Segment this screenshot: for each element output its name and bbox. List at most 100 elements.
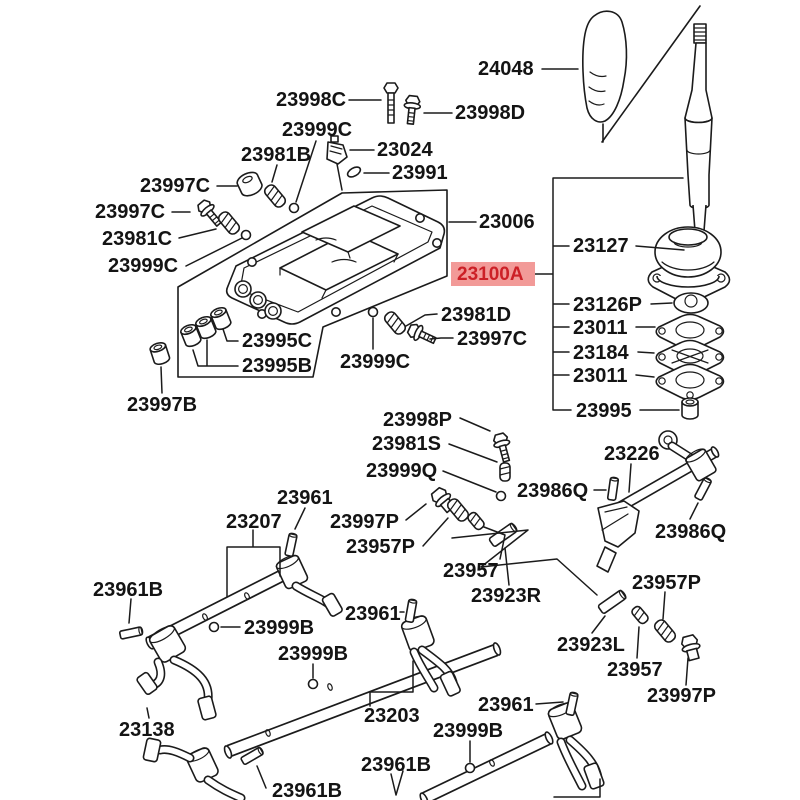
bolt-23998p	[490, 431, 515, 465]
cup-23126p-hole	[684, 294, 698, 308]
gasket-23011-2	[655, 363, 725, 401]
label-23006: 23006	[479, 211, 535, 233]
label-23961b-1: 23961B	[93, 579, 163, 601]
bolt-23997c-3	[405, 320, 439, 349]
callout-diagonal	[601, 5, 701, 143]
ball-23999q	[495, 490, 507, 502]
shift-knob-24048	[582, 10, 628, 123]
label-23203: 23203	[364, 705, 420, 727]
label-23999c-3: 23999C	[340, 351, 410, 373]
label-23961-3: 23961	[478, 694, 534, 716]
rail-bottom-right	[419, 731, 554, 800]
spring-23981b	[261, 182, 289, 210]
selector-shaft-23226	[596, 430, 720, 573]
label-23961b-2: 23961B	[361, 754, 431, 776]
fork-on-rail-23203	[400, 615, 461, 697]
label-23127: 23127	[573, 235, 629, 257]
fork-bracket-bottom-right	[553, 778, 601, 798]
label-23126p: 23126P	[573, 294, 642, 316]
pin-23923l	[596, 588, 628, 615]
label-23981b: 23981B	[241, 144, 311, 166]
switch-clip-23024	[326, 135, 348, 165]
label-23207: 23207	[226, 511, 282, 533]
ball-23999b-1	[208, 621, 220, 633]
label-23981s: 23981S	[372, 433, 441, 455]
label-23923l: 23923L	[557, 634, 625, 656]
label-23999q: 23999Q	[366, 460, 437, 482]
label-23011-1: 23011	[573, 317, 628, 339]
label-23998c: 23998C	[276, 89, 346, 111]
label-23957p-1: 23957P	[346, 536, 415, 558]
label-23961-1: 23961	[277, 487, 333, 509]
label-23100a: 23100A	[457, 264, 524, 285]
nut-23997c-1	[236, 171, 263, 197]
ball-23999c-2	[240, 229, 252, 241]
label-23997c-1: 23997C	[140, 175, 210, 197]
label-24048: 24048	[478, 58, 534, 80]
spring-23981d	[381, 309, 409, 337]
cup-23126p	[673, 292, 709, 314]
label-23957-1: 23957	[443, 560, 499, 582]
label-23011-2: 23011	[573, 365, 628, 387]
lever-bracket-right-dashes	[635, 245, 685, 411]
spring-23957-2	[629, 604, 651, 626]
label-23991: 23991	[392, 162, 448, 184]
spring-23957p-2	[651, 617, 679, 645]
spring-23981s	[499, 462, 511, 482]
zigzag-connector	[451, 529, 598, 596]
label-23995: 23995	[576, 400, 632, 422]
leader-lines	[128, 68, 699, 796]
fork-bottom-right	[547, 702, 605, 791]
fork-23138	[136, 624, 217, 721]
label-23997c-2: 23997C	[95, 201, 165, 223]
lever-bracket	[534, 177, 684, 411]
label-23957-2: 23957	[607, 659, 663, 681]
label-23999c-1: 23999C	[282, 119, 352, 141]
label-23999b-3: 23999B	[433, 720, 503, 742]
ball-23999c-3	[367, 306, 379, 318]
label-23995c: 23995C	[242, 330, 312, 352]
label-23999c-2: 23999C	[108, 255, 178, 277]
label-23997p-2: 23997P	[647, 685, 716, 707]
label-23981c: 23981C	[102, 228, 172, 250]
bushing-23995	[681, 397, 699, 420]
pin-23986q-1	[606, 475, 620, 502]
label-23998d: 23998D	[455, 102, 525, 124]
label-23024: 23024	[377, 139, 433, 161]
label-23997b: 23997B	[127, 394, 197, 416]
ball-23999c-1	[288, 202, 300, 214]
pin-23961b-1	[118, 625, 145, 640]
spring-23957-1	[465, 510, 487, 532]
gasket-23011-1	[655, 313, 725, 351]
part-labels: 23998C 23998D 23999C 23981B 23024 23991 …	[93, 58, 726, 800]
label-23957p-2: 23957P	[632, 572, 701, 594]
label-23986q-1: 23986Q	[517, 480, 588, 502]
label-23997c-3: 23997C	[457, 328, 527, 350]
shift-lever-shaft	[684, 23, 713, 236]
label-23986q-2: 23986Q	[655, 521, 726, 543]
label-23999b-2: 23999B	[278, 643, 348, 665]
bolt-23998d	[401, 94, 423, 126]
pin-23961-1	[284, 531, 299, 558]
housing-cover-art	[225, 195, 446, 325]
label-23961b-3: 23961B	[272, 780, 342, 800]
label-23961-2: 23961	[345, 603, 401, 625]
highlight-box	[451, 262, 535, 286]
ball-23999b-2	[307, 678, 319, 690]
label-23999b-1: 23999B	[244, 617, 314, 639]
ball-23999b-3	[464, 762, 476, 774]
label-23138: 23138	[119, 719, 175, 741]
rail-23203	[223, 642, 502, 759]
spring-23957p-1	[444, 496, 472, 524]
label-23995b: 23995B	[242, 355, 312, 377]
fork-bottom-left	[142, 737, 246, 800]
highlighted-label-23100a: 23100A	[451, 262, 535, 286]
plug-23997p-2	[678, 633, 704, 663]
housing-group-outline	[177, 189, 448, 378]
bolt-23998c	[383, 82, 399, 124]
fork-on-rail-23207	[275, 554, 343, 617]
pin-23961-3	[565, 690, 580, 717]
label-23981d: 23981D	[441, 304, 511, 326]
